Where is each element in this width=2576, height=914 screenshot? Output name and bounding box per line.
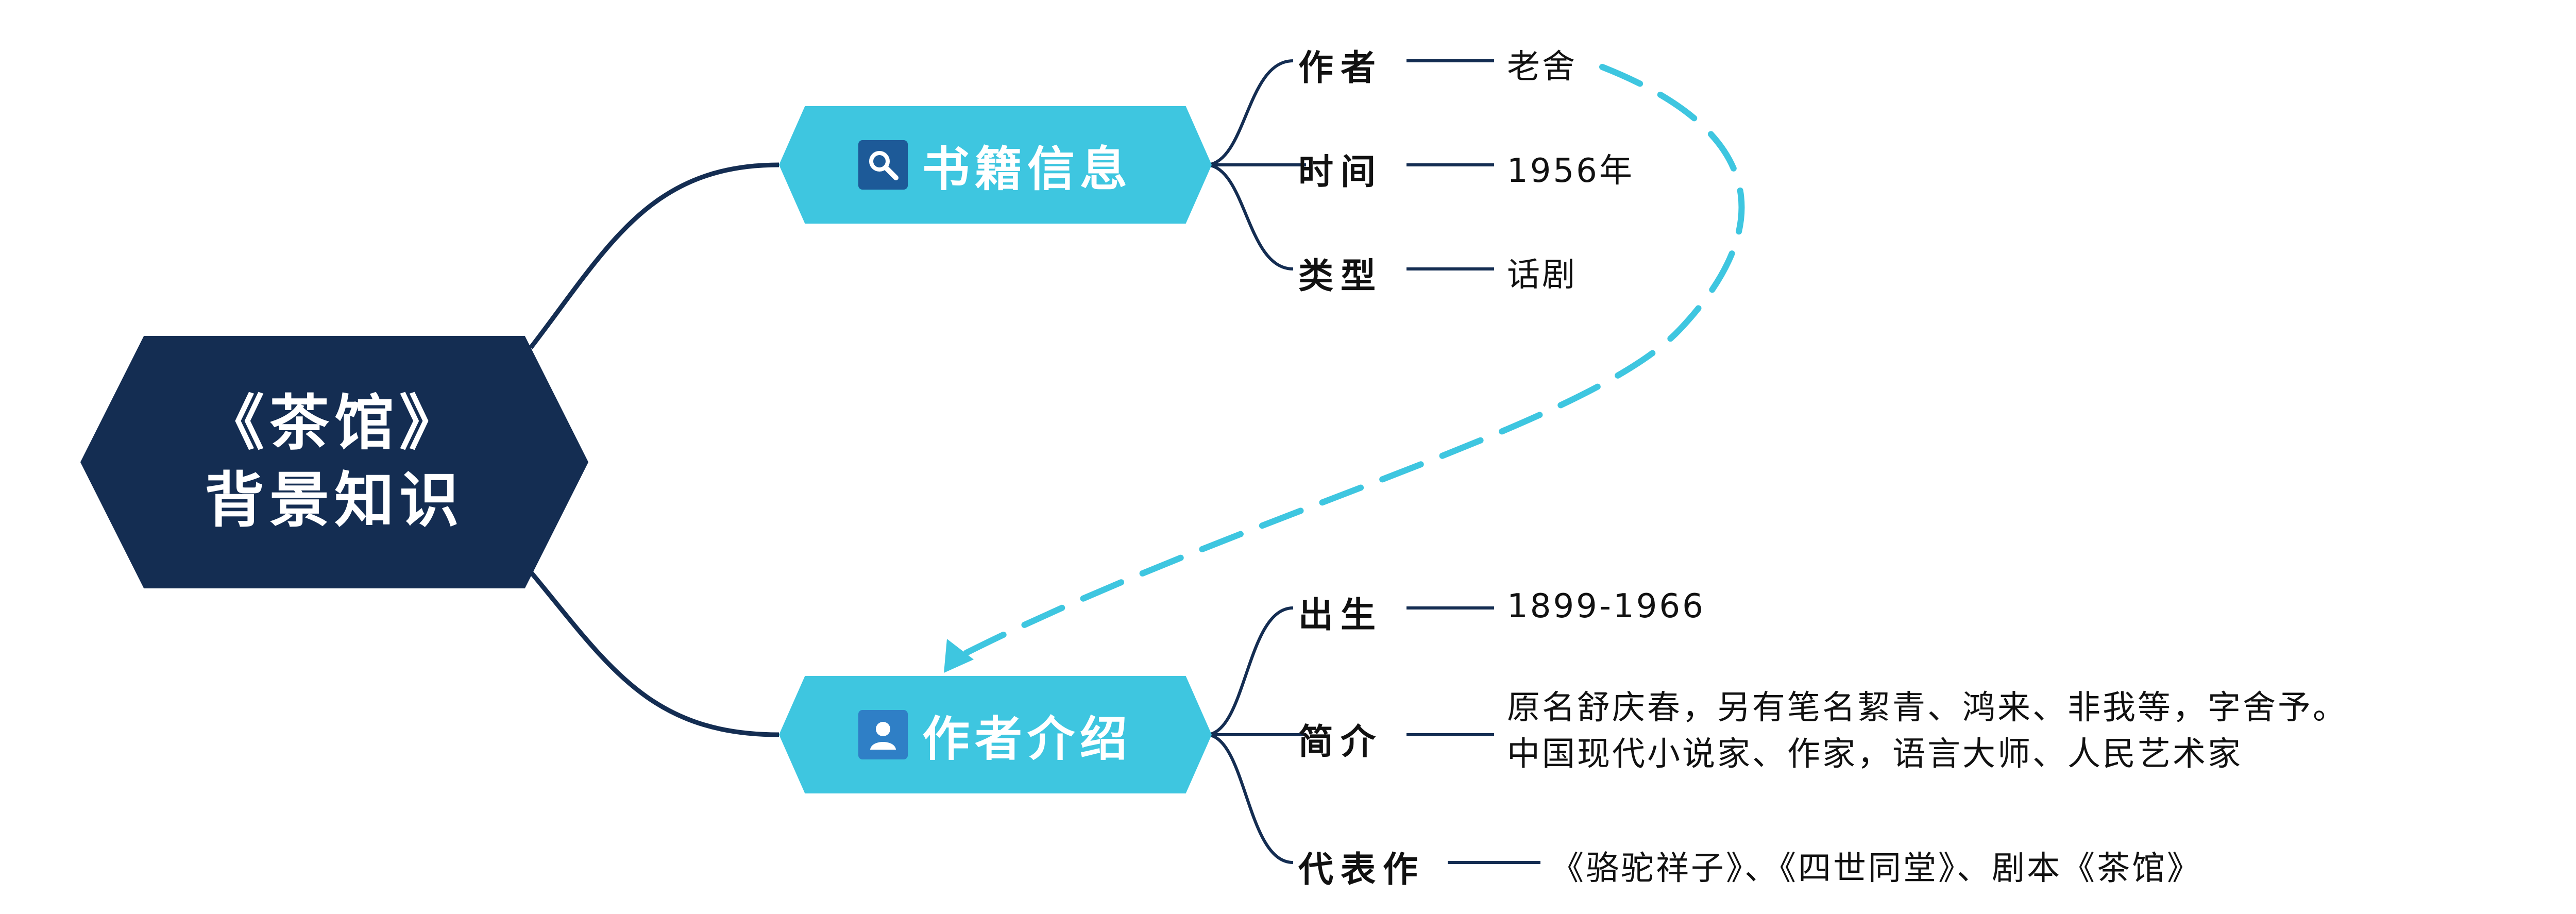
- branch-book-info-label: 书籍信息: [922, 141, 1132, 197]
- connectors-author-intro-items: [1208, 606, 1540, 864]
- root-title-line2: 背景知识: [205, 466, 464, 535]
- item-bio-line2: 中国现代小说家、作家，语言大师、人民艺术家: [1507, 735, 2243, 773]
- branch-author-intro[interactable]: 作者介绍: [779, 676, 1212, 793]
- person-icon: [858, 710, 908, 759]
- connector-root-author-intro: [529, 570, 779, 737]
- item-author-key: 作者: [1298, 48, 1383, 89]
- item-bio-key: 简介: [1298, 722, 1383, 763]
- connectors-book-info-items: [1208, 59, 1494, 270]
- connector-root-book-info: [529, 162, 779, 349]
- item-genre-value: 话剧: [1507, 256, 1577, 294]
- item-born-value: 1899-1966: [1507, 587, 1705, 625]
- item-time-value: 1956年: [1507, 152, 1634, 190]
- root-title-line1: 《茶馆》: [205, 388, 464, 458]
- item-works-value: 《骆驼祥子》、《四世同堂》、剧本《茶馆》: [1551, 850, 2202, 888]
- item-bio-line1: 原名舒庆春，另有笔名絜青、鸿来、非我等，字舍予。: [1507, 689, 2348, 727]
- root-topic[interactable]: 《茶馆》 背景知识: [80, 336, 588, 588]
- item-born-key: 出生: [1298, 595, 1383, 636]
- magnifier-icon: [858, 140, 908, 190]
- item-author-value: 老舍: [1507, 48, 1577, 86]
- dashed-relation-arrowhead: [944, 639, 974, 673]
- dashed-relation-arrow: [950, 64, 1745, 663]
- item-works-key: 代表作: [1298, 850, 1426, 890]
- item-genre-key: 类型: [1298, 256, 1383, 297]
- branch-author-intro-label: 作者介绍: [922, 711, 1132, 767]
- item-time-key: 时间: [1298, 152, 1383, 193]
- branch-book-info[interactable]: 书籍信息: [779, 106, 1212, 224]
